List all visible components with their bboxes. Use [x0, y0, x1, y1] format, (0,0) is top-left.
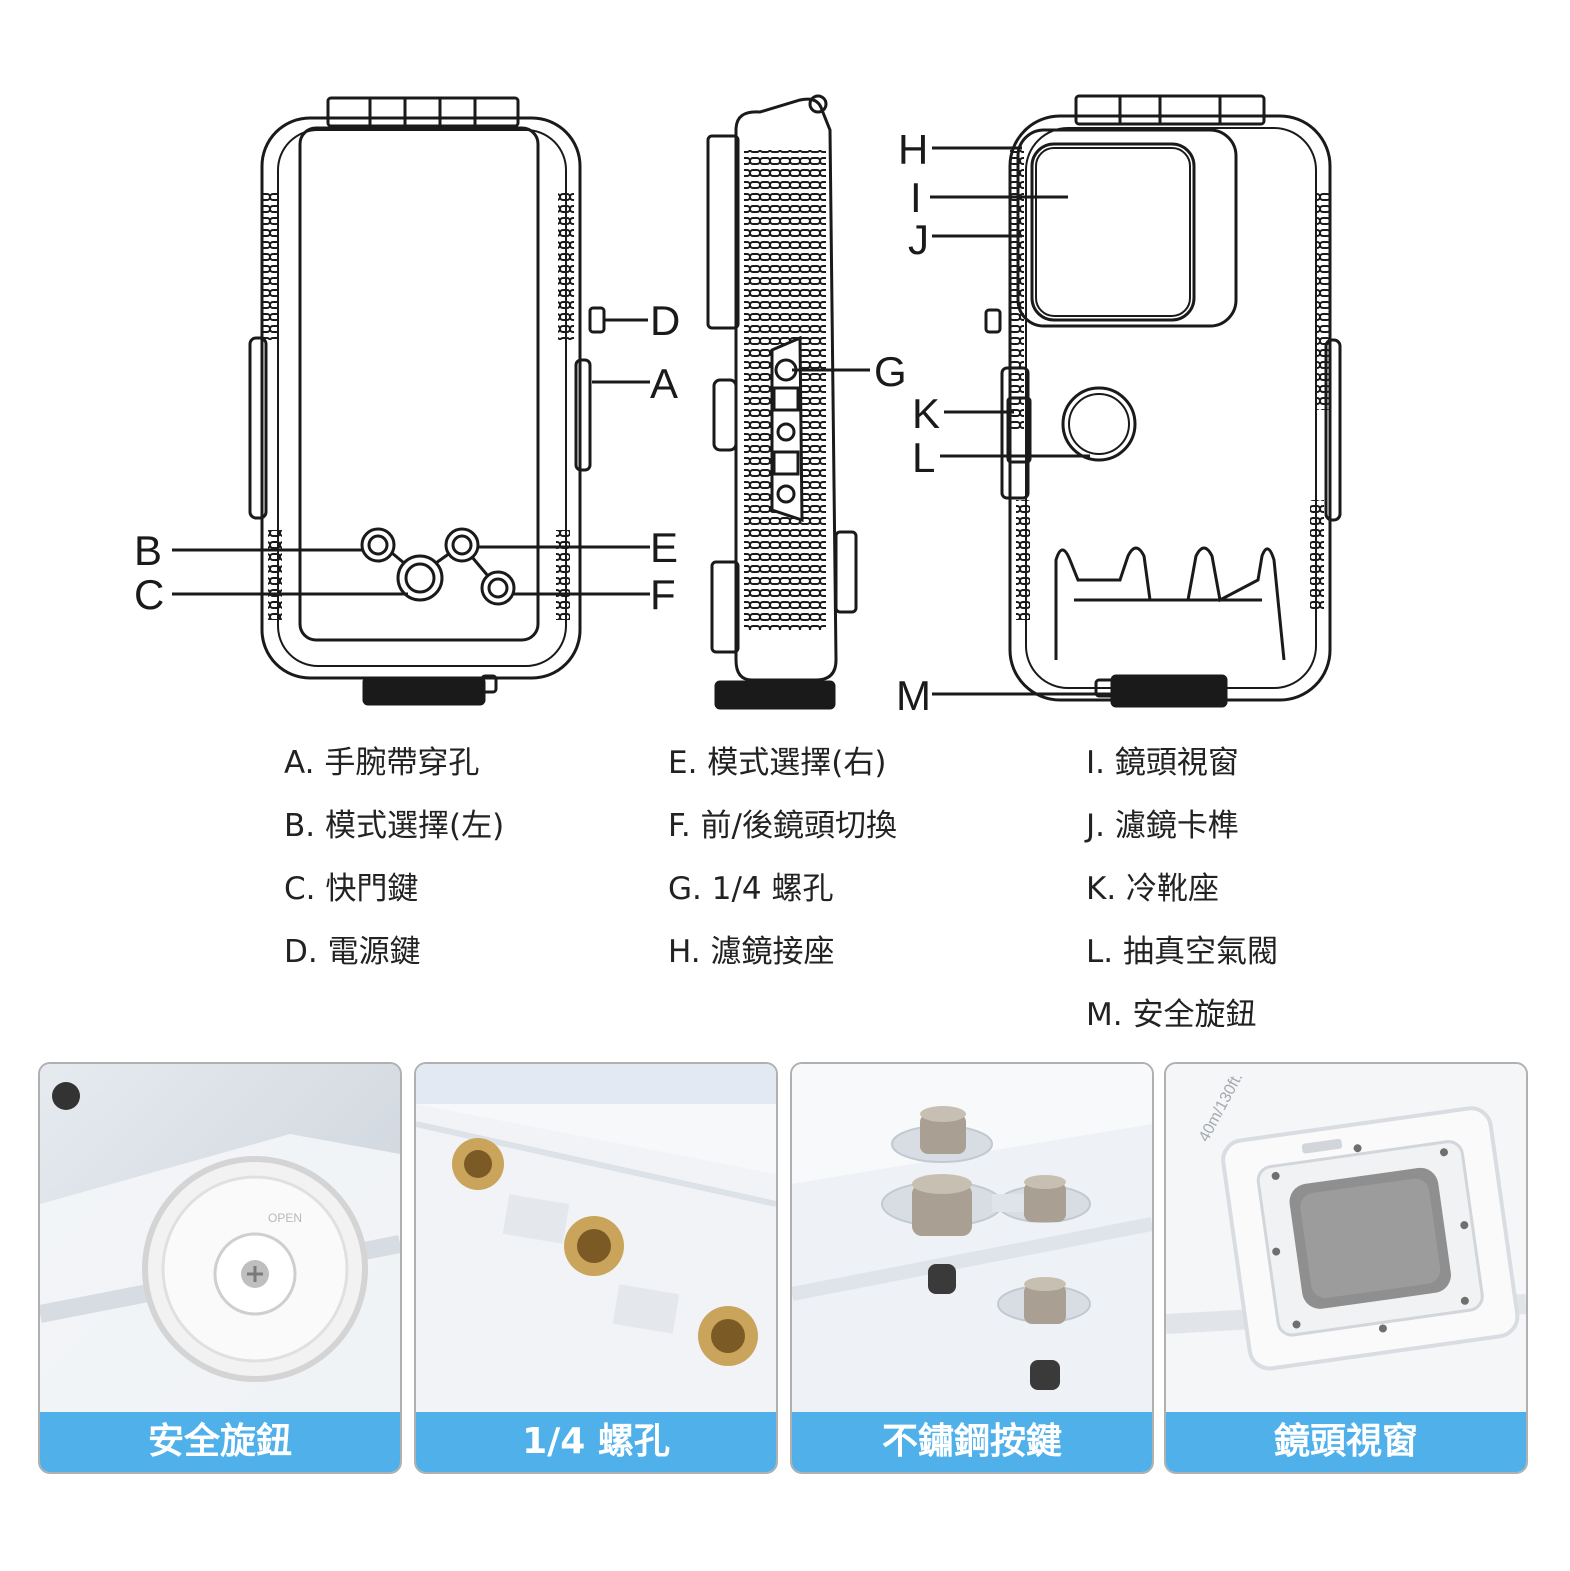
callout-d: D [650, 297, 680, 344]
lens-window-photo: 40m/130ft. [1166, 1064, 1526, 1414]
callout-i: I [910, 174, 922, 221]
legend-item: B. 模式選擇(左) [284, 808, 505, 844]
legend-item: K. 冷靴座 [1086, 871, 1220, 907]
photo-card-lens-window: 40m/130ft. 鏡頭視窗 [1164, 1062, 1528, 1474]
callout-c: C [134, 571, 164, 618]
legend-item: C. 快門鍵 [284, 871, 419, 907]
legend-item: A. 手腕帶穿孔 [284, 745, 480, 781]
callout-f: F [650, 571, 676, 618]
photo-card-screw-holes: 1/4 螺孔 [414, 1062, 778, 1474]
callout-m: M [896, 672, 931, 719]
card-caption: 鏡頭視窗 [1166, 1412, 1526, 1472]
photo-card-stainless-buttons: 不鏽鋼按鍵 [790, 1062, 1154, 1474]
photo-card-safety-knob: OPEN 安全旋鈕 [38, 1062, 402, 1474]
callout-a: A [650, 360, 678, 407]
legend-item: I. 鏡頭視窗 [1086, 745, 1239, 781]
callout-k: K [912, 390, 940, 437]
card-caption: 1/4 螺孔 [416, 1412, 776, 1472]
callout-l: L [912, 434, 935, 481]
leader-lines [172, 146, 1112, 696]
legend-item: L. 抽真空氣閥 [1086, 934, 1278, 970]
safety-knob-photo: OPEN [40, 1064, 400, 1414]
callout-b: B [134, 527, 162, 574]
card-caption: 不鏽鋼按鍵 [792, 1412, 1152, 1472]
knob-mark-text: OPEN [268, 1211, 302, 1225]
screw-hole-photo [416, 1064, 776, 1414]
legend-item: G. 1/4 螺孔 [668, 871, 834, 907]
side-view [706, 94, 858, 710]
back-view [984, 94, 1342, 708]
callout-e: E [650, 524, 678, 571]
callout-j: J [908, 216, 929, 263]
case-diagram: D A B C E F G H I J K L M [134, 94, 1342, 719]
legend-item: M. 安全旋鈕 [1086, 997, 1257, 1033]
legend-item: H. 濾鏡接座 [668, 934, 835, 970]
callout-h: H [898, 126, 928, 173]
stainless-button-photo [792, 1064, 1152, 1414]
legend-item: F. 前/後鏡頭切換 [668, 808, 898, 844]
legend-item: D. 電源鍵 [284, 934, 421, 970]
legend-item: J. 濾鏡卡榫 [1086, 808, 1239, 844]
callout-g: G [874, 348, 907, 395]
front-view [248, 96, 606, 706]
legend-column-2: E. 模式選擇(右) F. 前/後鏡頭切換 G. 1/4 螺孔 H. 濾鏡接座 [668, 745, 897, 997]
legend-column-3: I. 鏡頭視窗 J. 濾鏡卡榫 K. 冷靴座 L. 抽真空氣閥 M. 安全旋鈕 [1086, 745, 1278, 1060]
legend-column-1: A. 手腕帶穿孔 B. 模式選擇(左) C. 快門鍵 D. 電源鍵 [284, 745, 504, 997]
card-caption: 安全旋鈕 [40, 1412, 400, 1472]
legend-item: E. 模式選擇(右) [668, 745, 887, 781]
